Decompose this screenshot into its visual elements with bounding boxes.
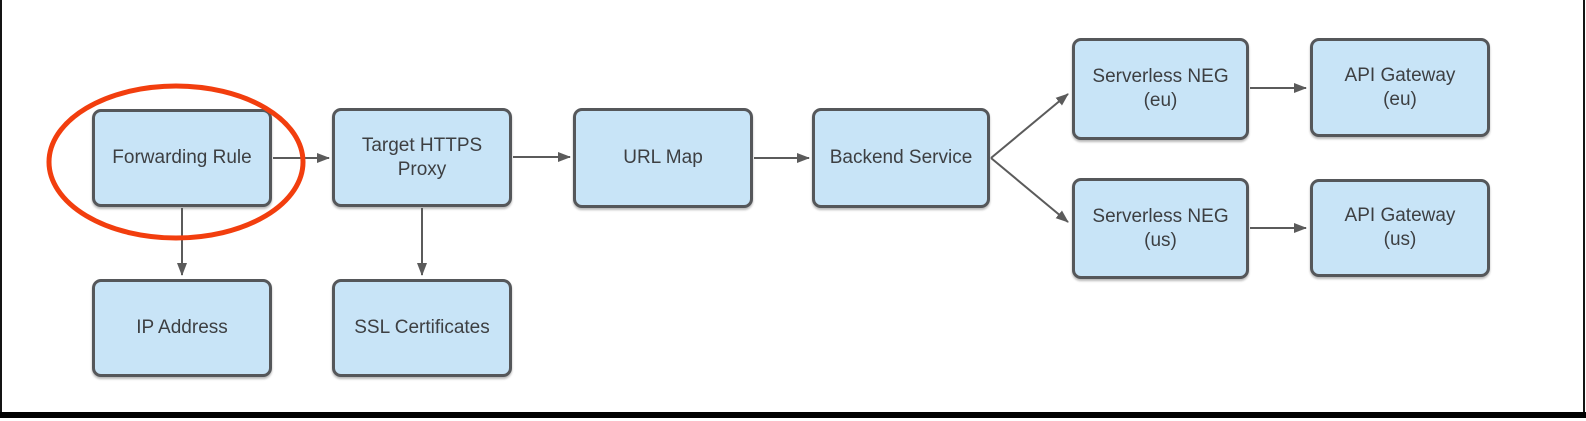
node-ssl-certificates: SSL Certificates bbox=[332, 279, 512, 377]
node-url-map: URL Map bbox=[573, 108, 753, 208]
arrow-backend-to-neg-us bbox=[990, 157, 1069, 223]
node-api-gateway-eu: API Gateway (eu) bbox=[1310, 38, 1490, 137]
left-edge-line bbox=[0, 0, 2, 418]
node-backend-service: Backend Service bbox=[812, 108, 990, 208]
bottom-rule bbox=[0, 412, 1586, 418]
arrow-backend-to-neg-eu bbox=[990, 93, 1069, 159]
node-serverless-neg-us: Serverless NEG (us) bbox=[1072, 178, 1249, 279]
right-edge-line bbox=[1583, 0, 1585, 418]
node-api-gateway-us: API Gateway (us) bbox=[1310, 179, 1490, 277]
node-serverless-neg-eu: Serverless NEG (eu) bbox=[1072, 38, 1249, 140]
node-forwarding-rule: Forwarding Rule bbox=[92, 109, 272, 207]
node-ip-address: IP Address bbox=[92, 279, 272, 377]
node-target-https-proxy: Target HTTPS Proxy bbox=[332, 108, 512, 207]
